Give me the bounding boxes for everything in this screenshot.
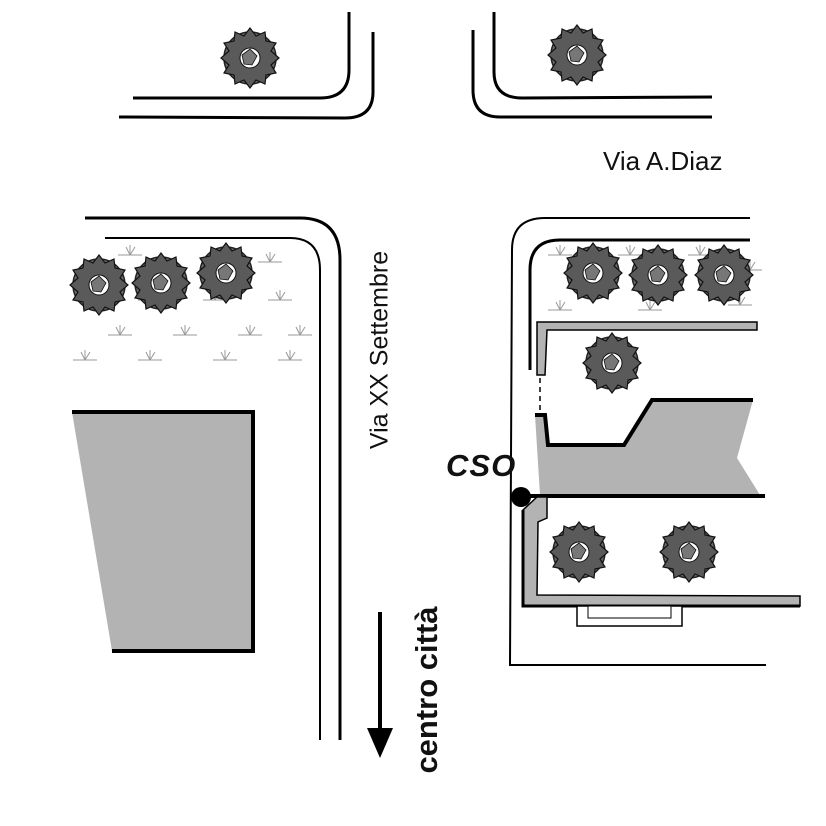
street-label-via-diaz: Via A.Diaz [603,146,723,176]
direction-arrow-icon [367,612,393,758]
curb-right-block [508,217,766,666]
point-marker-icon [511,487,531,507]
building-left [72,412,253,651]
marker-label-cso: CSO [446,448,517,483]
street-label-via-xx-settembre: Via XX Settembre [365,250,394,450]
curb-top-left [118,12,375,120]
direction-label: centro città [409,606,444,774]
curb-top-right [471,12,713,119]
curb-left-block [85,216,342,740]
building-right-complex [521,321,801,627]
